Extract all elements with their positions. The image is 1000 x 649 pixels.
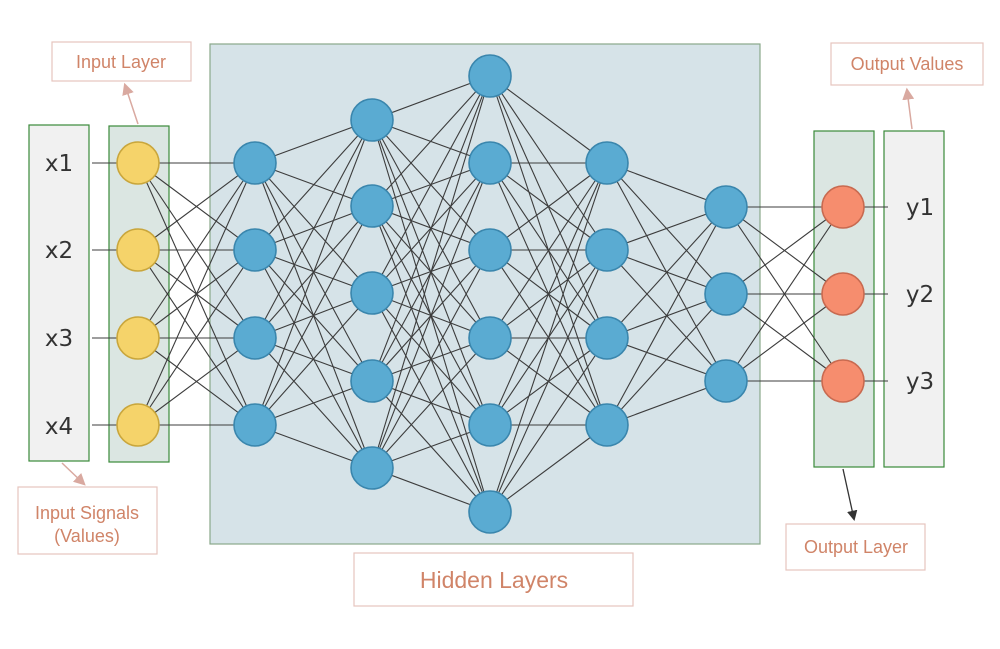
neurons [116, 54, 865, 534]
hidden-neuron-l4-1 [585, 141, 629, 185]
output-values-label: Output Values [851, 54, 964, 74]
connection-l2-n4-to-n0 [371, 75, 491, 469]
connection-l1-n2-to-n0 [254, 119, 373, 339]
output-values-callout: Output Values [830, 42, 984, 130]
input-signal-x2: x2 [45, 238, 73, 264]
connection-l3-n5-to-n2 [489, 337, 608, 513]
connection-l2-n1-to-n0 [371, 75, 491, 207]
connection-l3-n5-to-n3 [489, 424, 608, 513]
hidden-neuron-l5-2 [704, 272, 748, 316]
hidden-neuron-l2-1 [350, 98, 394, 142]
hidden-neuron-l4-2 [585, 228, 629, 272]
connection-l0-n3-to-n2 [137, 337, 256, 426]
connection-l1-n1-to-n0 [254, 119, 373, 251]
hidden-neuron-l3-2 [468, 141, 512, 185]
connection-l3-n0-to-n0 [489, 75, 608, 164]
connection-l1-n3-to-n0 [254, 119, 373, 426]
hidden-neuron-l5-3 [704, 359, 748, 403]
connection-l2-n2-to-n0 [371, 75, 491, 294]
hidden-neuron-l2-3 [350, 271, 394, 315]
connection-l3-n2-to-n0 [489, 162, 608, 251]
input-layer-label: Input Layer [76, 52, 166, 72]
hidden-layers-panel [209, 43, 761, 545]
hidden-layers-label: Hidden Layers [420, 567, 568, 593]
connection-l5-n2-to-n1 [725, 293, 844, 382]
input-neuron-l0-4 [116, 403, 160, 447]
output-neuron-l6-3 [821, 359, 865, 403]
hidden-neuron-l1-1 [233, 141, 277, 185]
hidden-neuron-l3-5 [468, 403, 512, 447]
input-signals-box [28, 124, 90, 462]
hidden-neuron-l1-3 [233, 316, 277, 360]
connection-l0-n3-to-n1 [137, 249, 256, 426]
connection-l1-n3-to-n1 [254, 205, 373, 426]
connection-l2-n4-to-n1 [371, 162, 491, 469]
hidden-neuron-l4-3 [585, 316, 629, 360]
hidden-layers-callout: Hidden Layers [353, 552, 634, 607]
connection-l4-n3-to-n1 [606, 293, 727, 426]
input-signals-label-line2: (Values) [54, 526, 120, 546]
connection-l4-n3-to-n0 [606, 206, 727, 426]
input-signal-x1: x1 [45, 151, 73, 177]
connection-l5-n2-to-n0 [725, 206, 844, 382]
connection-l3-n4-to-n0 [489, 162, 608, 426]
connection-l2-n3-to-n0 [371, 75, 491, 382]
output-layer-callout: Output Layer [785, 468, 926, 571]
output-neuron-l6-2 [821, 272, 865, 316]
hidden-neuron-l2-5 [350, 446, 394, 490]
connection-l0-n1-to-n0 [137, 162, 256, 251]
output-neuron-l6-1 [821, 185, 865, 229]
hidden-neuron-l1-4 [233, 403, 277, 447]
output-values-box [883, 130, 945, 468]
hidden-neuron-l2-4 [350, 359, 394, 403]
hidden-neuron-l1-2 [233, 228, 277, 272]
connection-l3-n5-to-n0 [489, 162, 608, 513]
output-layer-label: Output Layer [804, 537, 908, 557]
input-neuron-l0-1 [116, 141, 160, 185]
connection-l2-n4-to-n2 [371, 249, 491, 469]
input-neuron-l0-2 [116, 228, 160, 272]
connection-l0-n3-to-n0 [137, 162, 256, 426]
hidden-neuron-l2-2 [350, 184, 394, 228]
connection-l2-n4-to-n3 [371, 337, 491, 469]
hidden-neuron-l5-1 [704, 185, 748, 229]
input-signals-callout: Input Signals (Values) [17, 462, 158, 555]
connection-l4-n2-to-n0 [606, 206, 727, 339]
input-signal-x4: x4 [45, 414, 73, 440]
hidden-neuron-l3-4 [468, 316, 512, 360]
input-signals-label-line1: Input Signals [35, 503, 139, 523]
output-value-y2: y2 [906, 282, 934, 308]
hidden-neuron-l3-1 [468, 54, 512, 98]
output-value-y1: y1 [906, 195, 934, 221]
hidden-neuron-l3-3 [468, 228, 512, 272]
connection-l3-n5-to-n1 [489, 249, 608, 513]
connection-l5-n1-to-n0 [725, 206, 844, 295]
input-neuron-l0-3 [116, 316, 160, 360]
connection-l1-n3-to-n2 [254, 292, 373, 426]
connection-l0-n2-to-n0 [137, 162, 256, 339]
hidden-neuron-l3-6 [468, 490, 512, 534]
hidden-neuron-l4-4 [585, 403, 629, 447]
input-signal-x3: x3 [45, 326, 73, 352]
connection-l3-n3-to-n0 [489, 162, 608, 339]
input-layer-callout: Input Layer [51, 41, 192, 125]
output-value-y3: y3 [906, 369, 934, 395]
